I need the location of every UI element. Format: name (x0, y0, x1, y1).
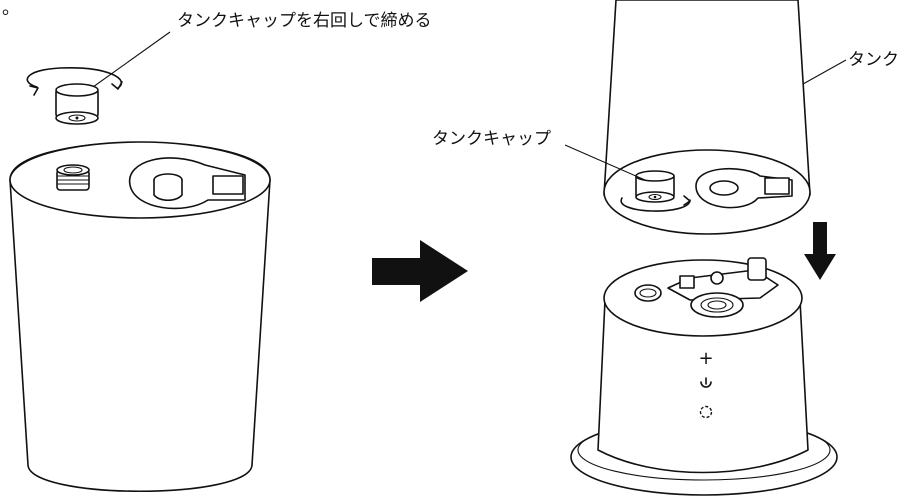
dashed-circle-icon[interactable] (699, 405, 713, 419)
tank-cap-loose (55, 83, 99, 125)
tank-valve (695, 167, 793, 209)
filler-neck-threads (56, 164, 90, 191)
instruction-label: タンクキャップを右回しで締める (177, 11, 432, 31)
tank-cap-leader-line (564, 144, 646, 181)
water-valve-seat (667, 257, 779, 318)
down-arrow-icon (804, 222, 836, 280)
top-left-mark: 。 (2, 0, 20, 19)
tank-cap-label: タンクキャップ (432, 129, 551, 149)
float-mount (129, 157, 246, 210)
base-unit-left (9, 141, 271, 493)
tank-cap-installed (620, 170, 691, 212)
power-icon[interactable] (700, 377, 712, 388)
base-gear (634, 284, 662, 302)
instruction-leader-line (85, 31, 171, 93)
step-arrow-icon (372, 240, 468, 302)
tank-label: タンク (848, 50, 899, 70)
rotate-arrow-icon (26, 67, 123, 96)
water-tank (603, 0, 811, 235)
humidifier-base: + (570, 257, 838, 496)
plus-button[interactable]: + (698, 348, 713, 369)
